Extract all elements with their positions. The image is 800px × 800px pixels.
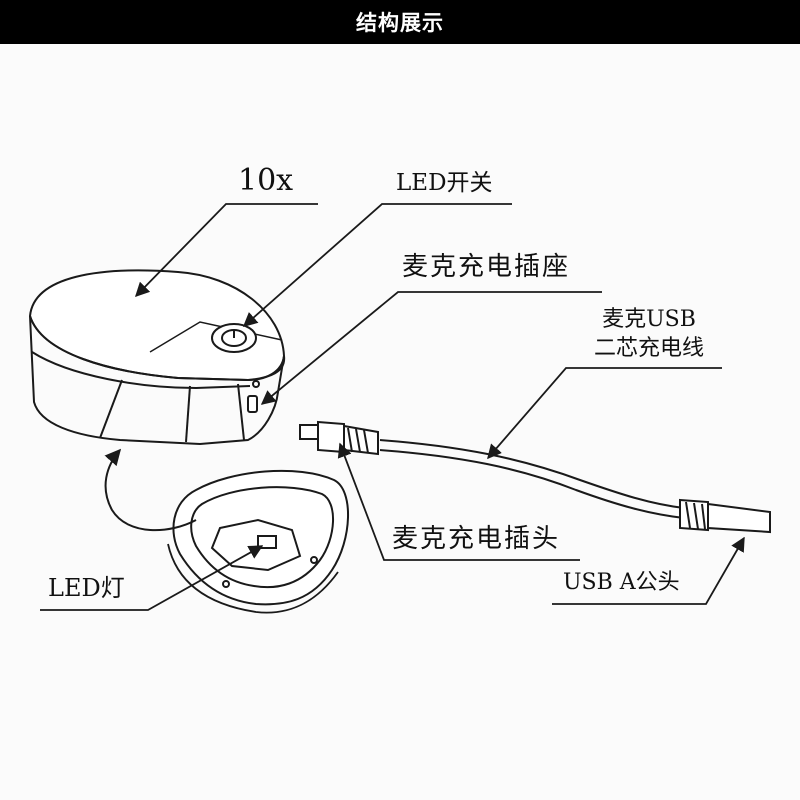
case-upper-band	[29, 315, 285, 382]
open-lid	[167, 469, 350, 614]
header-bar: 结构展示	[0, 0, 800, 44]
label-led-light: LED灯	[48, 574, 125, 602]
leader-lines	[40, 203, 745, 611]
open-direction-arrow	[104, 448, 197, 532]
leader-magnification	[134, 203, 318, 298]
cable-wire-top	[379, 439, 685, 509]
led-light-element	[257, 535, 277, 549]
lid-inner-ring	[190, 486, 334, 589]
label-charging-socket: 麦克充电插座	[402, 252, 571, 282]
case-side-wall	[29, 315, 285, 446]
label-usb-cable: 麦克USB 二芯充电线	[594, 306, 704, 363]
case-panel-line-right	[237, 383, 245, 441]
leader-cable	[487, 367, 722, 460]
cable-wire-bottom	[379, 449, 685, 519]
label-led-switch: LED开关	[396, 170, 493, 196]
usb-cable	[299, 420, 771, 534]
leader-led-switch	[242, 203, 512, 327]
label-charging-plug: 麦克充电插头	[392, 524, 561, 554]
led-switch-button	[211, 323, 257, 353]
magnifier-case	[28, 269, 286, 446]
lid-screw-left	[222, 580, 230, 588]
case-seam	[31, 351, 251, 390]
lid-hex-window	[210, 518, 302, 572]
leader-charging-plug	[337, 442, 580, 561]
label-magnification: 10x	[238, 163, 294, 198]
leader-led-light	[40, 545, 264, 611]
label-usb-a-male: USB A公头	[563, 570, 680, 595]
charging-plug	[299, 420, 379, 456]
leader-charging-socket	[260, 291, 602, 405]
structure-diagram	[28, 203, 771, 614]
case-panel-line-left	[99, 379, 123, 439]
leader-usb-a	[552, 536, 745, 605]
label-usb-cable-line1: 麦克USB	[602, 307, 696, 332]
usb-a-male-plug	[679, 498, 771, 534]
case-panel-line-mid	[185, 385, 191, 443]
page-title: 结构展示	[356, 11, 444, 35]
charging-socket	[247, 380, 260, 413]
label-usb-cable-line2: 二芯充电线	[594, 335, 705, 361]
lid-base	[167, 543, 339, 614]
lid-screw-right	[310, 556, 318, 564]
